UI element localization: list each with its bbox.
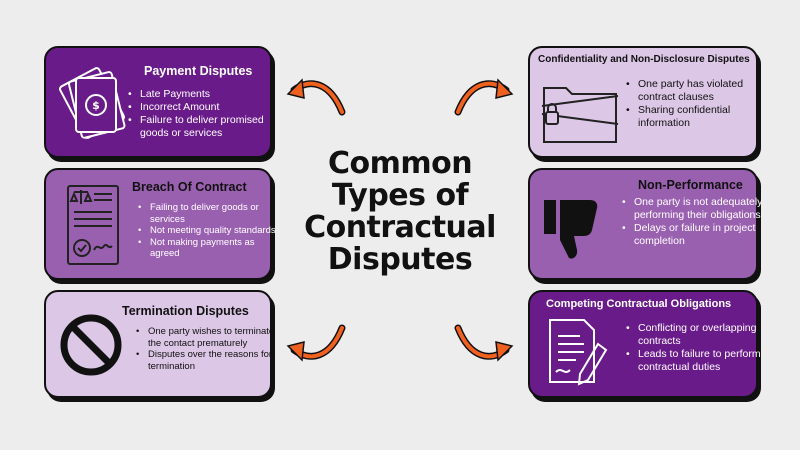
list-item: Delays or failure in project completion bbox=[622, 222, 764, 248]
termination-disputes-card: Termination Disputes One party wishes to… bbox=[44, 290, 274, 398]
list-item: Not making payments as agreed bbox=[138, 237, 278, 260]
termination-disputes-title: Termination Disputes bbox=[122, 304, 249, 318]
list-item: Failure to deliver promised goods or ser… bbox=[128, 114, 278, 140]
non-performance-card: Non-Performance One party is not adequat… bbox=[528, 168, 762, 280]
title-line-4: Disputes bbox=[327, 242, 473, 277]
svg-text:$: $ bbox=[92, 99, 100, 112]
list-item: Late Payments bbox=[128, 88, 278, 101]
list-item: Disputes over the reasons for terminatio… bbox=[136, 349, 278, 372]
arrow-top-right-icon bbox=[454, 78, 514, 116]
termination-disputes-list: One party wishes to terminate the contac… bbox=[136, 326, 278, 372]
non-performance-list: One party is not adequately performing t… bbox=[622, 196, 764, 248]
competing-obligations-title: Competing Contractual Obligations bbox=[546, 298, 732, 310]
thumbs-down-icon bbox=[544, 200, 598, 259]
breach-of-contract-list: Failing to deliver goods or services Not… bbox=[138, 202, 278, 260]
prohibited-icon bbox=[60, 314, 122, 376]
title-line-2: Types of bbox=[331, 178, 469, 213]
payment-disputes-list: Late Payments Incorrect Amount Failure t… bbox=[128, 88, 278, 140]
competing-obligations-card: Competing Contractual Obligations Confli… bbox=[528, 290, 761, 398]
list-item: Failing to deliver goods or services bbox=[138, 202, 278, 225]
locked-folder-icon bbox=[541, 87, 619, 143]
list-item: Incorrect Amount bbox=[128, 101, 278, 114]
competing-obligations-list: Conflicting or overlapping contracts Lea… bbox=[626, 322, 764, 374]
list-item: One party is not adequately performing t… bbox=[622, 196, 764, 222]
arrow-bottom-right-icon bbox=[454, 324, 514, 362]
list-item: Sharing confidential information bbox=[626, 104, 762, 130]
non-performance-title: Non-Performance bbox=[638, 178, 743, 192]
money-bills-icon: $ bbox=[59, 67, 126, 139]
list-item: Not meeting quality standards bbox=[138, 225, 278, 237]
confidentiality-title: Confidentiality and Non-Disclosure Dispu… bbox=[538, 54, 750, 65]
list-item: One party has violated contract clauses bbox=[626, 78, 762, 104]
list-item: Conflicting or overlapping contracts bbox=[626, 322, 764, 348]
arrow-top-left-icon bbox=[286, 78, 346, 116]
list-item: Leads to failure to perform contractual … bbox=[626, 348, 764, 374]
list-item: One party wishes to terminate the contac… bbox=[136, 326, 278, 349]
breach-of-contract-card: Breach Of Contract Failing to deliver go… bbox=[44, 168, 276, 280]
breach-of-contract-title: Breach Of Contract bbox=[132, 180, 247, 194]
document-signing-icon bbox=[549, 319, 608, 386]
center-title: Common Types of Contractual Disputes bbox=[280, 148, 520, 276]
payment-disputes-title: Payment Disputes bbox=[144, 64, 253, 78]
arrow-bottom-left-icon bbox=[286, 324, 346, 362]
payment-disputes-card: $ Payment Disputes Late Payments Incorre… bbox=[44, 46, 272, 158]
title-line-3: Contractual bbox=[304, 210, 496, 245]
contract-document-icon bbox=[67, 185, 119, 265]
title-line-1: Common bbox=[327, 146, 473, 181]
confidentiality-card: Confidentiality and Non-Disclosure Dispu… bbox=[528, 46, 758, 158]
confidentiality-list: One party has violated contract clauses … bbox=[626, 78, 762, 130]
